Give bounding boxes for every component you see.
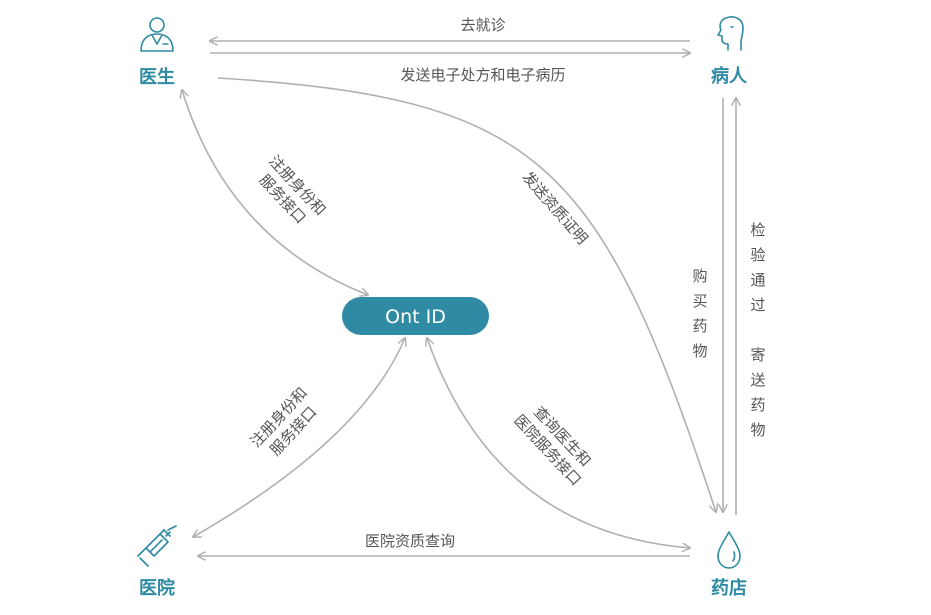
svg-text:购: 购 [692,267,707,285]
svg-text:物: 物 [750,421,765,439]
svg-text:过: 过 [750,296,765,314]
head-icon [717,16,744,51]
svg-text:买: 买 [692,292,707,310]
svg-text:药: 药 [692,317,707,335]
ontid-node[interactable]: Ont ID [342,297,489,335]
drop-icon [717,531,741,569]
label-doctor-register: 注册身份和 服务接口 [256,152,330,227]
arrow-pharmacy-ontid [427,338,690,548]
label-inspection-passed: 检 验 通 过 [750,221,765,314]
svg-text:验: 验 [750,246,765,264]
label-hospital-qualification-query: 医院资质查询 [365,532,455,550]
arrow-hospital-ontid [193,338,405,537]
svg-text:通: 通 [750,271,765,289]
node-patient: 病人 [711,65,748,87]
svg-text:寄: 寄 [750,346,765,364]
node-pharmacy: 药店 [711,577,747,599]
svg-text:送: 送 [750,371,765,389]
label-hospital-register: 注册身份和 服务接口 [247,384,321,459]
label-ship-medicine: 寄 送 药 物 [750,346,765,439]
syringe-icon [137,525,177,567]
svg-text:物: 物 [692,342,707,360]
label-buy-medicine: 购 买 药 物 [692,267,707,360]
svg-text:检: 检 [750,221,765,239]
label-send-prescription: 发送电子处方和电子病历 [400,66,565,84]
ontid-label: Ont ID [385,306,446,328]
node-hospital: 医院 [139,577,175,599]
arrow-doctor-ontid [182,90,368,295]
svg-text:药: 药 [750,396,765,414]
doctor-icon [140,17,174,52]
node-doctor: 医生 [139,66,175,88]
arrow-doctor-to-pharmacy [217,77,716,512]
label-pharmacy-query: 查询医生和 医院服务接口 [510,403,594,489]
label-go-visit: 去就诊 [460,16,505,34]
